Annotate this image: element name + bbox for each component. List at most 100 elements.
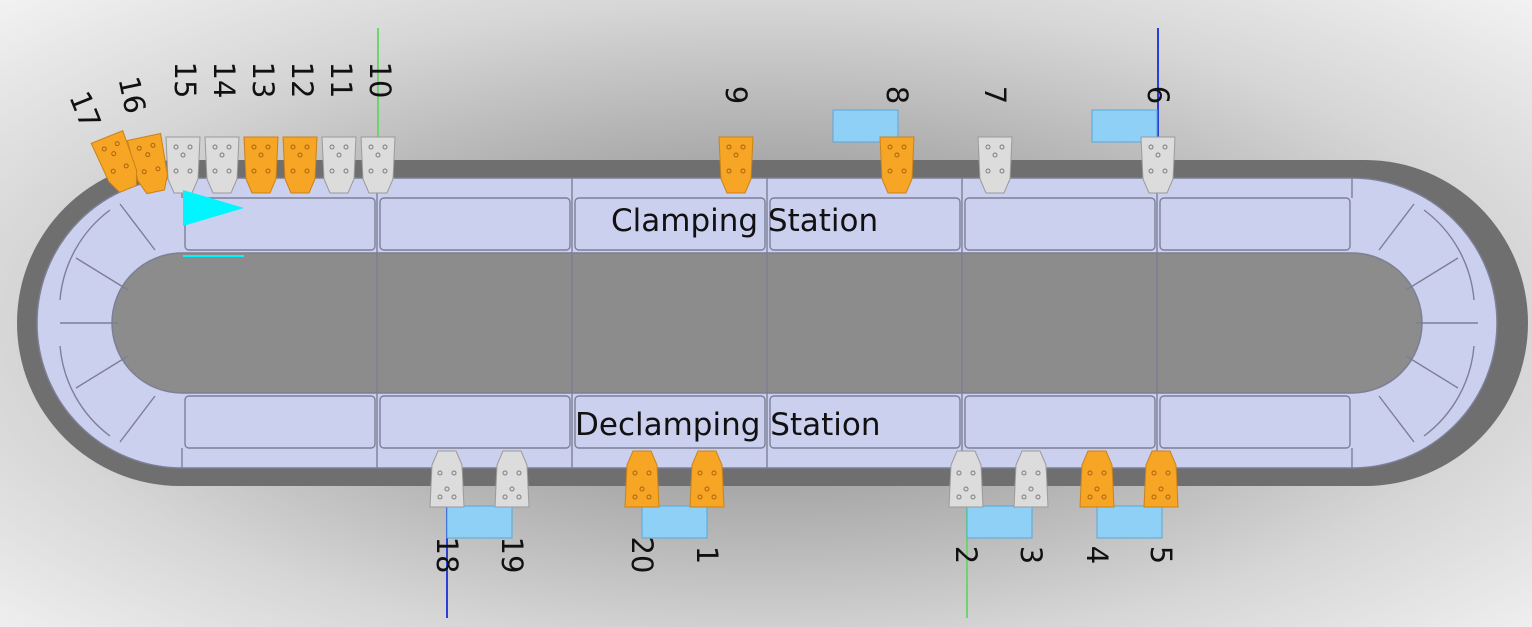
carrier-bolt: [219, 152, 225, 158]
carrier-bolt: [145, 152, 151, 158]
carrier-bolt: [329, 168, 335, 174]
segment-panels-top: [184, 197, 1351, 251]
carrier-label-11: 11: [324, 62, 358, 99]
carrier-body: [879, 136, 915, 194]
carrier-bolt: [150, 142, 156, 148]
carrier-bolt: [290, 168, 296, 174]
carrier-bolt: [726, 168, 732, 174]
carrier-bolt: [711, 470, 717, 476]
carrier-bolt: [251, 144, 257, 150]
carrier-body: [624, 450, 660, 508]
carrier-label-19: 19: [495, 537, 529, 574]
carrier-14: [204, 136, 240, 194]
carrier-body: [494, 450, 530, 508]
carrier-bolt: [740, 168, 746, 174]
carrier-bolt: [704, 486, 710, 492]
carrier-6: [1140, 136, 1176, 194]
carrier-label-16: 16: [112, 73, 153, 116]
carrier-bolt: [258, 152, 264, 158]
carrier-bolt: [226, 144, 232, 150]
carrier-bolt: [304, 168, 310, 174]
carrier-bolt: [1151, 494, 1157, 500]
carrier-bolt: [110, 168, 116, 174]
carrier-bolt: [251, 168, 257, 174]
carrier-bolt: [1087, 470, 1093, 476]
carrier-bolt: [502, 470, 508, 476]
carrier-bolt: [173, 168, 179, 174]
carrier-4: [1079, 450, 1115, 508]
carrier-bolt: [516, 494, 522, 500]
carrier-bolt: [101, 146, 107, 152]
carrier-11: [321, 136, 357, 194]
carrier-bolt: [999, 144, 1005, 150]
carrier-bolt: [265, 144, 271, 150]
carrier-bolt: [187, 168, 193, 174]
carrier-label-6: 6: [1141, 86, 1175, 104]
carrier-bolt: [290, 144, 296, 150]
carrier-bolt: [297, 152, 303, 158]
station-block-20-1: [641, 505, 708, 539]
carrier-bolt: [304, 144, 310, 150]
carrier-bolt: [894, 152, 900, 158]
carrier-label-5: 5: [1144, 546, 1178, 564]
carrier-20: [624, 450, 660, 508]
carrier-bolt: [1094, 486, 1100, 492]
carrier-bolt: [1087, 494, 1093, 500]
declamping-station-label: Declamping Station: [575, 407, 880, 443]
carrier-bolt: [329, 144, 335, 150]
carrier-bolt: [136, 145, 142, 151]
carrier-bolt: [970, 494, 976, 500]
carrier-bolt: [444, 486, 450, 492]
carrier-19: [494, 450, 530, 508]
carrier-bolt: [985, 144, 991, 150]
carrier-bolt: [1165, 494, 1171, 500]
carrier-label-13: 13: [246, 62, 280, 99]
carrier-bolt: [1148, 144, 1154, 150]
carrier-body: [718, 136, 754, 194]
carrier-label-1: 1: [690, 546, 724, 564]
carrier-bolt: [1035, 470, 1041, 476]
carrier-18: [429, 450, 465, 508]
carrier-bolt: [1101, 494, 1107, 500]
carrier-body: [243, 136, 279, 194]
carrier-7: [977, 136, 1013, 194]
carrier-bolt: [141, 169, 147, 175]
carrier-bolt: [1165, 470, 1171, 476]
carrier-body: [282, 136, 318, 194]
carrier-bolt: [382, 144, 388, 150]
carrier-bolt: [985, 168, 991, 174]
carrier-15: [165, 136, 201, 194]
carrier-bolt: [368, 168, 374, 174]
carrier-8: [879, 136, 915, 194]
carrier-bolt: [212, 168, 218, 174]
carrier-bolt: [963, 486, 969, 492]
carrier-bolt: [1158, 486, 1164, 492]
carrier-bolt: [155, 166, 161, 172]
carrier-2: [948, 450, 984, 508]
carrier-label-14: 14: [207, 62, 241, 99]
carrier-bolt: [632, 494, 638, 500]
carrier-5: [1143, 450, 1179, 508]
carrier-label-20: 20: [625, 537, 659, 574]
carrier-bolt: [368, 144, 374, 150]
carrier-label-18: 18: [430, 537, 464, 574]
carrier-bolt: [212, 144, 218, 150]
carrier-body: [321, 136, 357, 194]
carrier-bolt: [451, 470, 457, 476]
carrier-bolt: [632, 470, 638, 476]
carrier-bolt: [451, 494, 457, 500]
carrier-bolt: [740, 144, 746, 150]
carrier-bolt: [999, 168, 1005, 174]
carrier-bolt: [726, 144, 732, 150]
carrier-10: [360, 136, 396, 194]
carrier-bolt: [970, 470, 976, 476]
carrier-bolt: [187, 144, 193, 150]
station-block-4-5: [1096, 505, 1163, 539]
carrier-bolt: [1162, 144, 1168, 150]
carrier-bolt: [901, 144, 907, 150]
carrier-12: [282, 136, 318, 194]
carrier-body: [948, 450, 984, 508]
carrier-label-17: 17: [62, 87, 107, 134]
carrier-bolt: [1021, 470, 1027, 476]
carrier-body: [429, 450, 465, 508]
